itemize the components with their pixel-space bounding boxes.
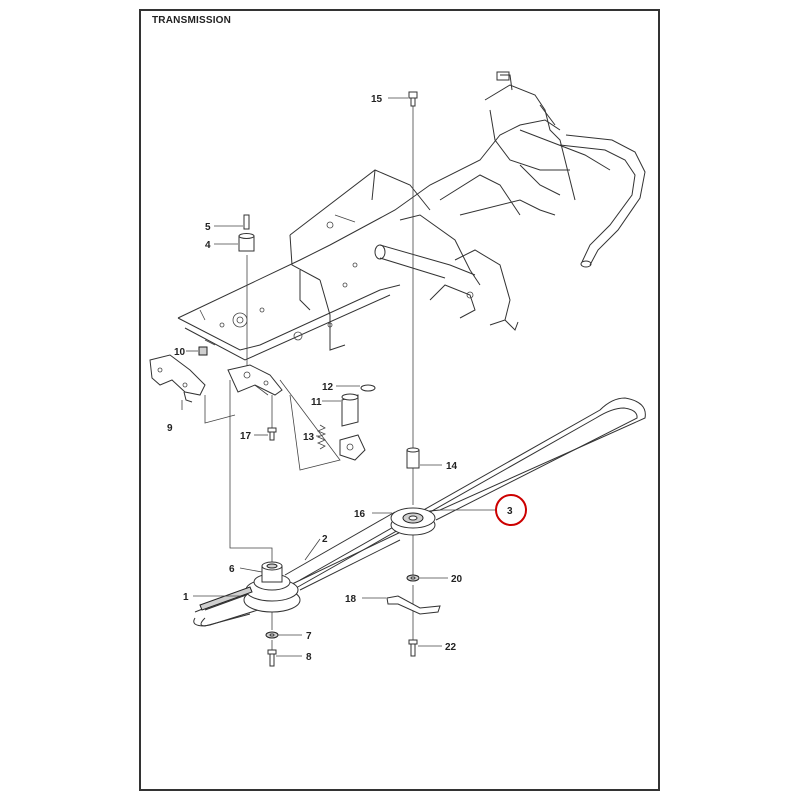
idler-bracket-plate <box>227 364 283 396</box>
callout-10: 10 <box>174 347 186 358</box>
callout-12: 12 <box>322 382 334 393</box>
belt-3-icon <box>295 397 646 591</box>
washer-20-icon <box>406 574 420 582</box>
bracket-18-icon <box>386 595 441 615</box>
bracket-9-icon <box>149 354 206 403</box>
callout-18: 18 <box>345 594 357 605</box>
ring-12-icon <box>360 384 376 392</box>
callout-7: 7 <box>306 631 312 642</box>
callout-leaders <box>181 97 495 657</box>
callout-14: 14 <box>446 461 458 472</box>
spring-13-icon <box>316 424 327 450</box>
belt-1-icon <box>193 586 253 627</box>
callout-labels: 15 5 4 10 12 11 9 17 13 14 16 3 2 6 20 1… <box>167 94 513 663</box>
diagram-frame <box>139 9 660 791</box>
callout-17: 17 <box>240 431 252 442</box>
washer-7-icon <box>265 631 279 639</box>
pulley-16-icon <box>390 507 436 536</box>
callout-16: 16 <box>354 509 366 520</box>
callout-4: 4 <box>205 240 211 251</box>
pulley-6-icon <box>243 561 301 613</box>
bolt-17-icon <box>267 427 277 441</box>
callout-8: 8 <box>306 652 312 663</box>
callout-5: 5 <box>205 222 211 233</box>
callout-3: 3 <box>507 506 513 517</box>
highlight-ring <box>495 494 527 526</box>
assembly-guide-lines <box>204 104 414 650</box>
bushing-11-icon <box>341 393 359 427</box>
callout-2: 2 <box>322 534 328 545</box>
spacer-14-icon <box>406 447 420 469</box>
bolt-22-icon <box>408 639 418 657</box>
callout-15: 15 <box>371 94 383 105</box>
chassis-frame <box>177 71 646 361</box>
bolt-15-icon <box>408 91 418 107</box>
pin-5-icon <box>243 214 250 230</box>
callout-1: 1 <box>183 592 189 603</box>
tension-arm-icon <box>339 434 366 461</box>
diagram-title: TRANSMISSION <box>152 15 232 26</box>
callout-22: 22 <box>445 642 457 653</box>
bolt-8-icon <box>267 649 277 667</box>
bushing-4-icon <box>238 233 255 252</box>
callout-6: 6 <box>229 564 235 575</box>
callout-9: 9 <box>167 423 173 434</box>
nut-10-icon <box>198 346 208 356</box>
callout-20: 20 <box>451 574 463 585</box>
callout-11: 11 <box>311 397 322 408</box>
callout-13: 13 <box>303 432 315 443</box>
